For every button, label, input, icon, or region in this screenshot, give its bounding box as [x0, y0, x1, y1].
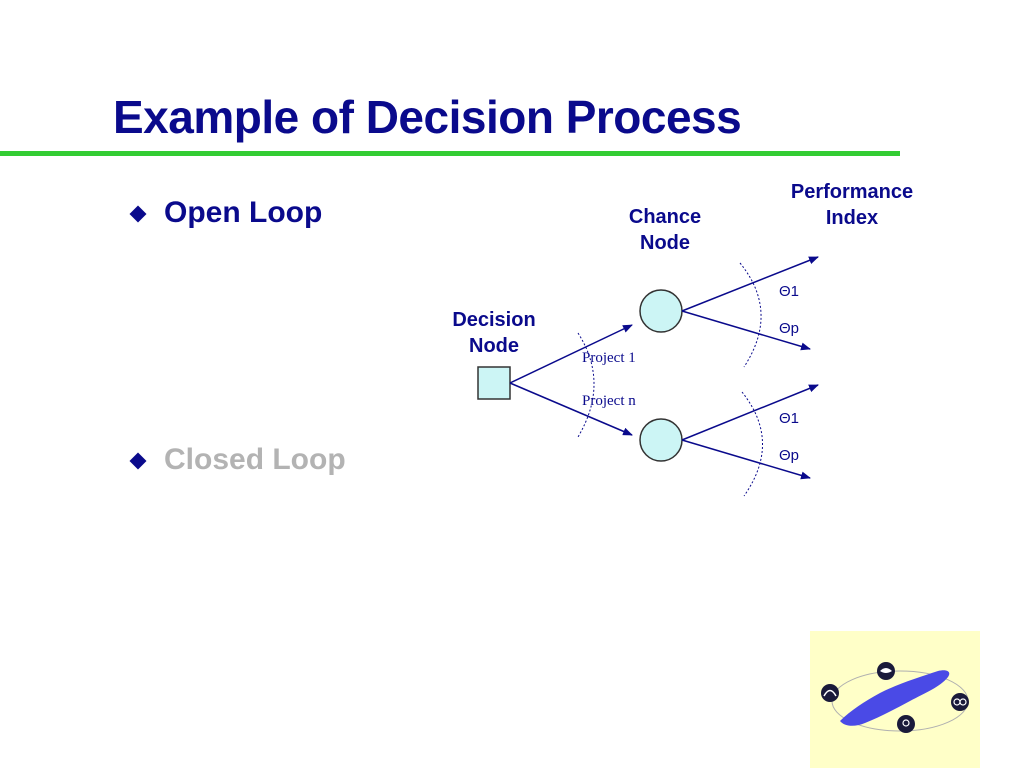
chance-node-label-line1: Chance — [629, 206, 701, 228]
lake-erie-logo-icon — [810, 631, 980, 768]
outcome-bottom-last-label: Θp — [779, 447, 799, 464]
decision-node-label-line1: Decision — [452, 309, 535, 331]
performance-index-label-line1: Performance — [791, 181, 913, 203]
project-branch-dotted-arc — [577, 332, 595, 438]
performance-index-label-line2: Index — [826, 207, 878, 229]
outcome-bottom-dotted-arc — [741, 391, 763, 497]
bullet-label: Closed Loop — [164, 443, 346, 476]
outcome-top-first-label: Θ1 — [779, 283, 799, 300]
chance-node-bottom-circle — [639, 418, 683, 462]
branch-arrow-project-1 — [509, 324, 633, 384]
outcome-arrow-bottom-last — [681, 439, 811, 480]
branch-arrow-project-n — [509, 382, 633, 436]
chance-node-label-line2: Node — [640, 232, 690, 254]
decision-node-square — [477, 366, 511, 400]
logo-graphic — [821, 662, 969, 733]
decision-node-label-line2: Node — [469, 335, 519, 357]
project-n-label: Project n — [582, 393, 636, 409]
chance-node-top-circle — [639, 289, 683, 333]
title-underline — [0, 151, 900, 156]
slide-title: Example of Decision Process — [113, 91, 742, 143]
outcome-arrow-top-last — [681, 310, 811, 351]
outcome-top-last-label: Θp — [779, 320, 799, 337]
outcome-bottom-first-label: Θ1 — [779, 410, 799, 427]
outcome-arrow-bottom-first — [681, 384, 819, 441]
bullet-label: Open Loop — [164, 196, 323, 229]
outcome-arrow-top-first — [681, 256, 819, 312]
outcome-top-dotted-arc — [739, 262, 762, 368]
project-1-label: Project 1 — [582, 350, 636, 366]
